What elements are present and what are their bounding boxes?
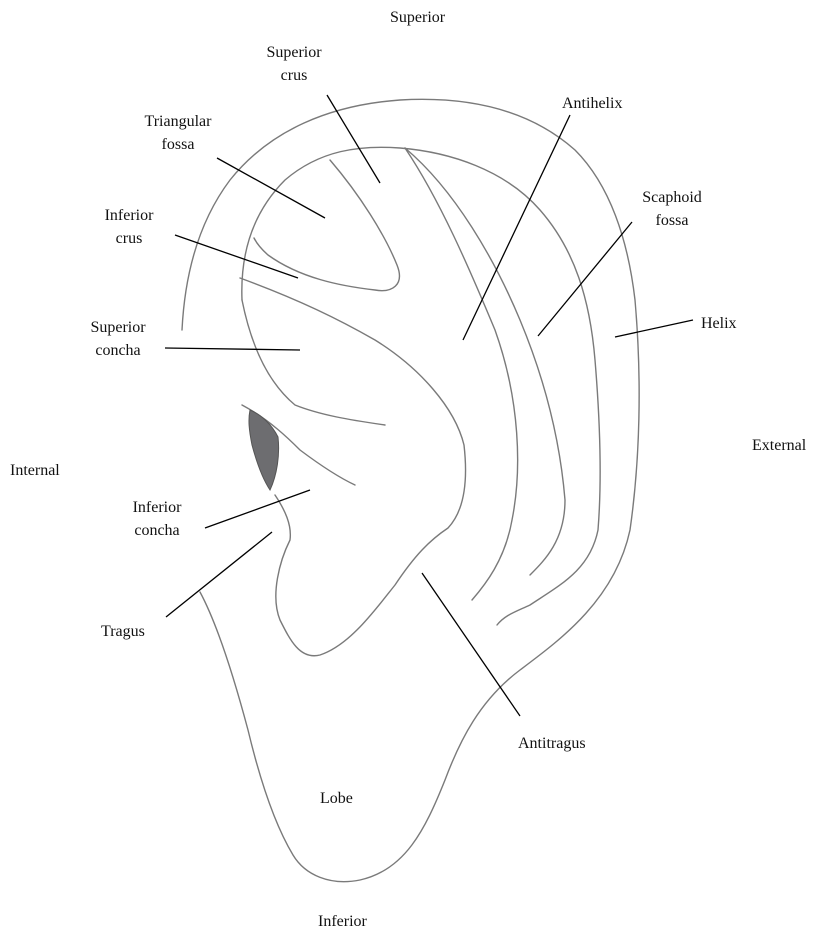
- orientation-superior: Superior: [390, 6, 445, 29]
- ear-outline: [182, 99, 639, 881]
- label-lobe: Lobe: [320, 787, 353, 810]
- leader-antitragus: [422, 573, 520, 716]
- antihelix-inner-outline: [405, 148, 518, 600]
- label-triangular-fossa: Triangular fossa: [128, 110, 228, 156]
- label-helix: Helix: [701, 312, 737, 335]
- label-inferior-concha: Inferior concha: [112, 496, 202, 542]
- helix-outer-outline: [182, 99, 639, 881]
- leader-scaphoid-fossa: [538, 222, 632, 336]
- orientation-inferior: Inferior: [318, 910, 367, 933]
- orientation-internal: Internal: [10, 459, 60, 482]
- label-tragus: Tragus: [101, 620, 145, 643]
- leader-superior-concha: [165, 348, 300, 350]
- leader-helix: [615, 320, 693, 337]
- helix-inner-outline: [242, 147, 600, 625]
- label-antitragus: Antitragus: [518, 732, 586, 755]
- orientation-external: External: [752, 434, 806, 457]
- leader-tragus: [166, 532, 272, 617]
- label-superior-crus: Superior crus: [252, 41, 336, 87]
- label-superior-concha: Superior concha: [72, 316, 164, 362]
- leader-triangular-fossa: [217, 158, 325, 218]
- leader-inferior-concha: [205, 490, 310, 528]
- concha-divider-outline: [242, 300, 385, 425]
- label-inferior-crus: Inferior crus: [84, 204, 174, 250]
- shaded-region: [249, 410, 279, 490]
- label-scaphoid-fossa: Scaphoid fossa: [628, 186, 716, 232]
- leader-superior-crus: [327, 95, 380, 183]
- label-antihelix: Antihelix: [562, 92, 622, 115]
